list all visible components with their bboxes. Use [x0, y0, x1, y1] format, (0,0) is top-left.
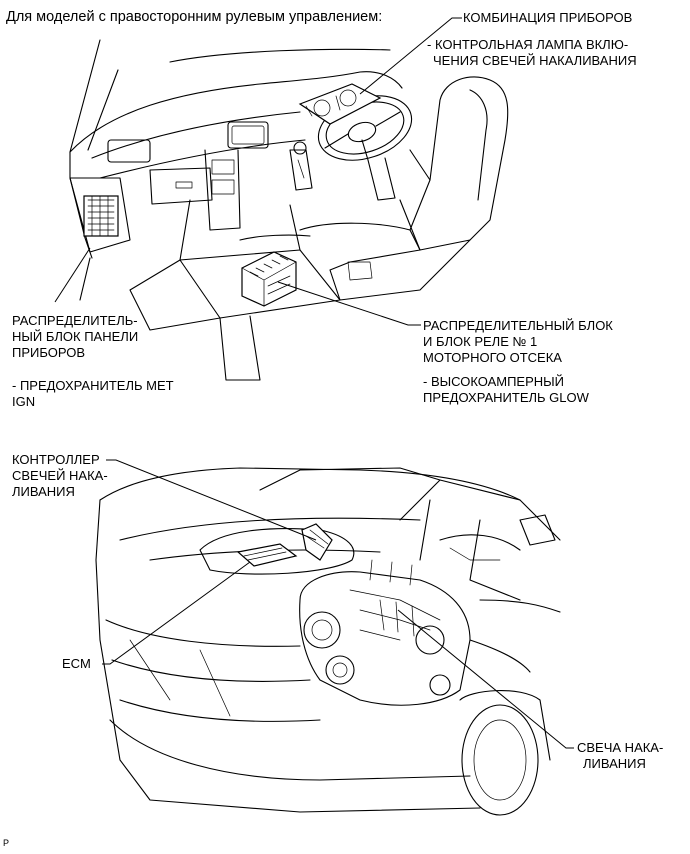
engine-junction-block-label-line2: И БЛОК РЕЛЕ № 1	[423, 334, 538, 349]
panel-junction-block-label-line2: НЫЙ БЛОК ПАНЕЛИ	[12, 329, 139, 344]
panel-junction-block-label-line3: ПРИБОРОВ	[12, 345, 86, 360]
engine-junction-block-label-line1: РАСПРЕДЕЛИТЕЛЬНЫЙ БЛОК	[423, 318, 613, 333]
combination-meter-label: КОМБИНАЦИЯ ПРИБОРОВ	[463, 10, 633, 25]
glow-lamp-label-line2: ЧЕНИЯ СВЕЧЕЙ НАКАЛИВАНИЯ	[433, 53, 637, 68]
header-text: Для моделей с правосторонним рулевым упр…	[6, 9, 383, 25]
bottom-leader-lines	[102, 459, 574, 749]
engine-junction-block-label-line3: МОТОРНОГО ОТСЕКА	[423, 350, 562, 365]
met-fuse-label-line2: IGN	[12, 394, 36, 409]
top-leader-lines	[54, 17, 462, 326]
met-fuse-label-line1: - ПРЕДОХРАНИТЕЛЬ MET	[12, 378, 174, 393]
glow-fuse-label-line1: - ВЫСОКОАМПЕРНЫЙ	[423, 374, 565, 389]
panel-junction-block-label-line1: РАСПРЕДЕЛИТЕЛЬ-	[12, 313, 138, 328]
glow-lamp-label-line1: - КОНТРОЛЬНАЯ ЛАМПА ВКЛЮ-	[427, 37, 629, 52]
figure-code-mark: P	[3, 838, 10, 848]
glow-controller-label-line2: СВЕЧЕЙ НАКА-	[12, 468, 108, 483]
glow-fuse-label-line2: ПРЕДОХРАНИТЕЛЬ GLOW	[423, 390, 589, 405]
glow-plug-label-line2: ЛИВАНИЯ	[583, 756, 646, 771]
glow-controller-label-line1: КОНТРОЛЛЕР	[12, 452, 100, 467]
engine-compartment-illustration	[95, 467, 561, 816]
ecm-label: ECM	[62, 656, 91, 671]
glow-controller-label-line3: ЛИВАНИЯ	[12, 484, 75, 499]
glow-plug-label-line1: СВЕЧА НАКА-	[577, 740, 664, 755]
